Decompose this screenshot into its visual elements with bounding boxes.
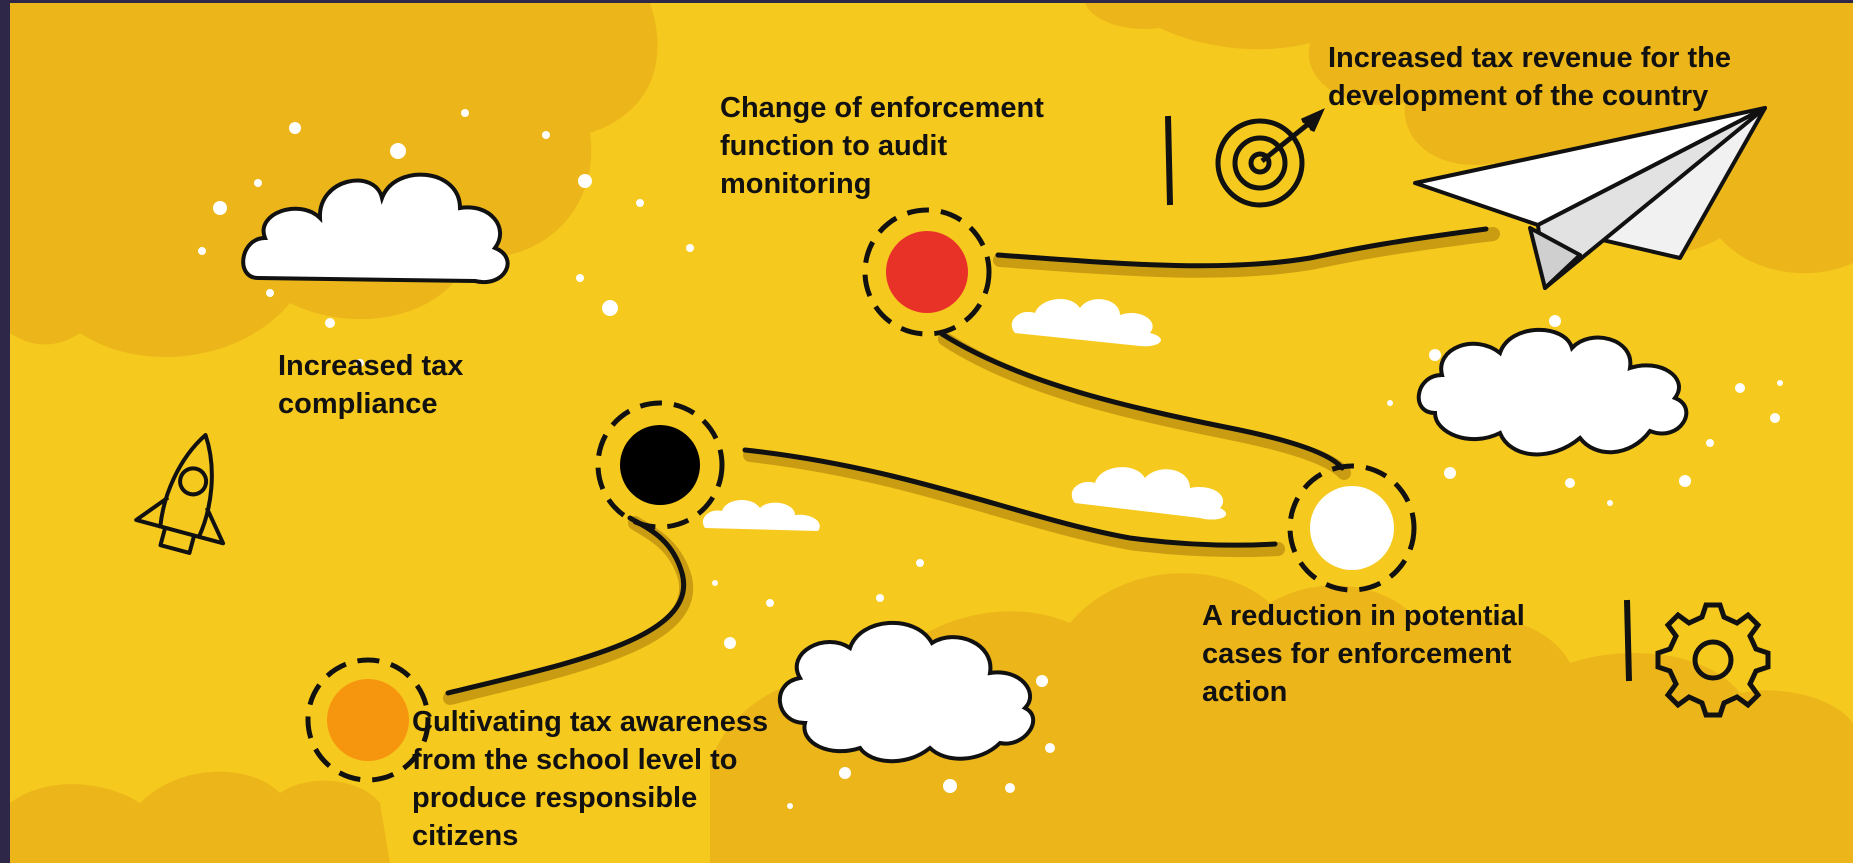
- label-reduction: A reduction in potential cases for enfor…: [1202, 600, 1525, 708]
- milestone-reduction: [1287, 463, 1417, 593]
- label-school: Cultivating tax awareness from the schoo…: [412, 706, 769, 852]
- milestone-compliance: [595, 400, 725, 530]
- label-revenue: Increased tax revenue for the developmen…: [1328, 42, 1731, 112]
- milestone-enforcement: [862, 207, 992, 337]
- sparkle-dots: [198, 109, 1783, 809]
- roadmap-illustration: [10, 3, 1853, 863]
- gear-icon: [1624, 599, 1771, 718]
- roadmap-canvas: Increased tax revenue for the developmen…: [10, 3, 1853, 863]
- label-enforcement: Change of enforcement function to audit …: [720, 92, 1044, 200]
- milestone-school: [305, 657, 431, 783]
- cloud-icon: [241, 172, 1689, 764]
- small-clouds: [702, 298, 1227, 531]
- rocket-icon: [134, 433, 226, 555]
- paper-plane-icon: [1413, 106, 1767, 290]
- target-icon: [1165, 108, 1325, 208]
- road-path: [443, 226, 1500, 705]
- label-compliance: Increased tax compliance: [278, 350, 464, 420]
